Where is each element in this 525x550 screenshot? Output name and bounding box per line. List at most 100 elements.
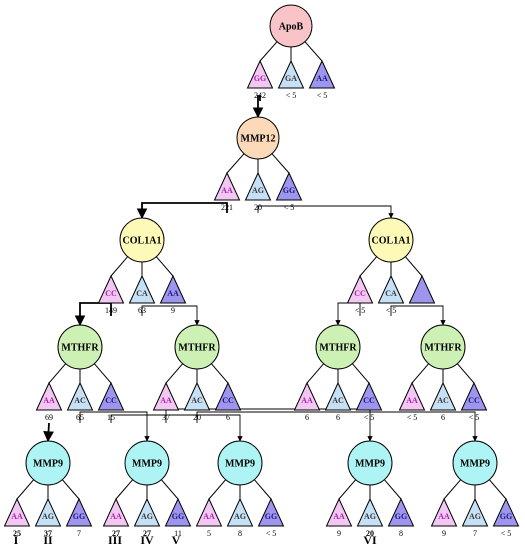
subgroup-label-6: VI [363, 533, 377, 547]
genotype-count: 9 [337, 529, 341, 538]
genotype-label: AA [167, 289, 179, 298]
genotype-count: 20 [366, 529, 374, 538]
node-branch-line [488, 479, 507, 500]
genotype-label: AA [406, 396, 418, 405]
genotype-label: AC [437, 396, 449, 405]
gene-label: MMP12 [241, 134, 276, 145]
node-branch-line [456, 363, 475, 384]
subgroup-label-1: I [14, 533, 19, 547]
genotype-label: CA [136, 289, 148, 298]
genotype-triangle [430, 497, 458, 527]
gene-label: MTHFR [61, 343, 99, 354]
genotype-triangle [492, 497, 520, 527]
genotype-triangle [34, 497, 62, 527]
gene-circle [25, 440, 71, 486]
genotype-triangle [293, 381, 321, 411]
genotype-count: < 5 [469, 413, 480, 422]
genotype-label: AG [364, 512, 376, 521]
genotype-triangle [97, 381, 125, 411]
gene-circle [347, 440, 393, 486]
edge-mthfr-1-to-mmp9-3 [110, 414, 243, 442]
genotype-label: AA [43, 396, 55, 405]
genotype-triangle [325, 497, 353, 527]
genotype-count: 8 [238, 529, 242, 538]
gene-label: MMP9 [355, 459, 385, 470]
genotype-triangle [159, 274, 187, 304]
gene-circle [217, 440, 263, 486]
gene-circle [452, 440, 498, 486]
node-branch-line [271, 153, 290, 174]
genotype-label: GG [172, 512, 184, 521]
node-branch-line [226, 153, 245, 174]
genotype-triangle [65, 497, 93, 527]
subgroup-label-3: III [108, 533, 122, 547]
node-branch-line [259, 41, 278, 62]
genotype-count: < 5 [386, 306, 397, 315]
genotype-label: CC [105, 396, 117, 405]
genotype-triangle [128, 274, 156, 304]
genotype-count: 65 [76, 413, 84, 422]
node-branch-line [48, 363, 67, 384]
genotype-count: < 5 [407, 413, 418, 422]
genotype-triangle [387, 497, 415, 527]
genotype-triangle [152, 381, 180, 411]
genotype-label: GG [265, 512, 277, 521]
node-branch-line [338, 479, 357, 500]
genotype-label: AC [332, 396, 344, 405]
subgroup-label-2: II [43, 533, 53, 547]
genotype-count: < 5 [284, 203, 295, 212]
gene-label: MTHFR [178, 343, 216, 354]
genotype-label: AA [203, 512, 215, 521]
node-branch-line [155, 256, 174, 277]
genotype-triangle [355, 381, 383, 411]
genotype-label: CC [105, 289, 117, 298]
genotype-count: 242 [254, 91, 266, 100]
node-branch-line [93, 363, 112, 384]
genotype-count: < 5 [501, 529, 512, 538]
genotype-triangle [244, 171, 272, 201]
gene-label: COL1A1 [123, 236, 162, 247]
genotype-label: AA [438, 512, 450, 521]
edges-layer [43, 95, 478, 443]
genotype-triangle [66, 381, 94, 411]
node-branch-line [359, 256, 378, 277]
genotype-triangle [277, 59, 305, 89]
gene-circle [368, 217, 414, 263]
genotype-triangle [102, 497, 130, 527]
genotype-label: AG [469, 512, 481, 521]
genotype-triangle [461, 497, 489, 527]
gene-circle [119, 217, 165, 263]
genotype-triangle [308, 59, 336, 89]
genotype-count: 6 [336, 413, 340, 422]
genotype-triangle [324, 381, 352, 411]
edge-mmp12-to-col1a1-left [136, 202, 228, 220]
genotype-count: < 5 [364, 413, 375, 422]
genotype-triangle [275, 171, 303, 201]
genotype-label: GG [283, 186, 295, 195]
genotype-label: CC [468, 396, 480, 405]
genotype-label: GG [254, 74, 266, 83]
genotype-count: 15 [107, 413, 115, 422]
genotype-count: 6 [305, 413, 309, 422]
genotype-label: AC [191, 396, 203, 405]
subgroup-label-5: V [172, 533, 181, 547]
gene-label: MMP9 [225, 459, 255, 470]
genotype-count: < 5 [266, 529, 277, 538]
genotype-triangle [226, 497, 254, 527]
genotype-count: 63 [138, 306, 146, 315]
genotype-label: AA [333, 512, 345, 521]
edge-mthfr-1-to-mmp9-1 [43, 422, 54, 443]
genotype-count: 20 [193, 413, 201, 422]
edge-mmp12-to-col1a1-right [257, 205, 394, 219]
genotype-triangle [429, 381, 457, 411]
genotype-label: AA [316, 74, 328, 83]
subgroup-label-4: IV [140, 533, 154, 547]
node-branch-line [306, 363, 325, 384]
genotype-label: GG [500, 512, 512, 521]
genotype-label: AA [11, 512, 23, 521]
